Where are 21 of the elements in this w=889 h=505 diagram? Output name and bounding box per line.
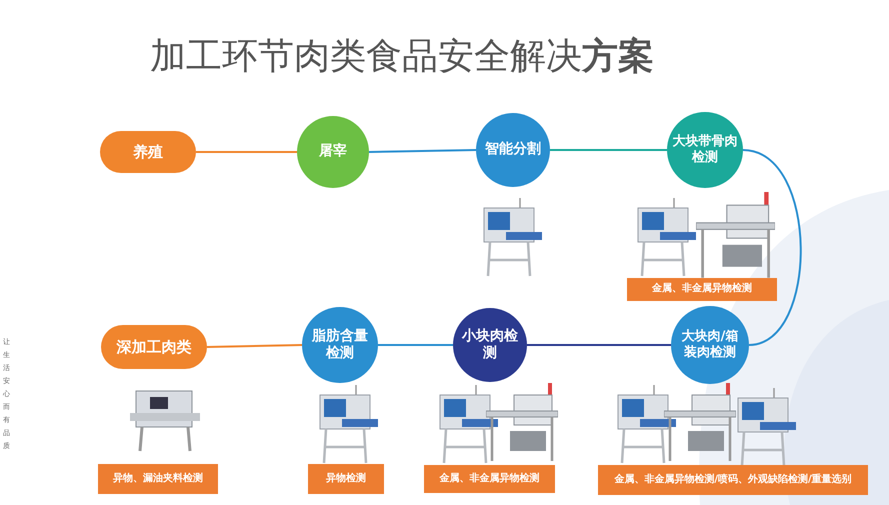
caption-bar: 金属、非金属异物检测 <box>627 278 777 301</box>
connector-line <box>550 149 667 151</box>
caption-bar: 异物检测 <box>308 464 384 494</box>
connector-line <box>196 151 297 153</box>
caption-bar: 异物、漏油夹料检测 <box>98 464 218 494</box>
process-circle: 小块肉检测 <box>453 308 527 382</box>
connector-line <box>527 344 671 346</box>
process-pill: 养殖 <box>100 131 196 173</box>
process-pill: 深加工肉类 <box>101 325 207 369</box>
caption-bar: 金属、非金属异物检测/喷码、外观缺陷检测/重量选别 <box>598 465 868 495</box>
connector-line <box>206 344 302 348</box>
process-circle: 屠宰 <box>297 116 369 188</box>
process-circle: 大块肉/箱装肉检测 <box>671 306 749 384</box>
connector-line <box>378 344 453 346</box>
process-circle: 脂肪含量检测 <box>302 307 378 383</box>
title: 加工环节肉类食品安全解决方案 <box>150 35 655 79</box>
caption-bar: 金属、非金属异物检测 <box>424 465 555 493</box>
process-circle: 智能分割 <box>476 113 550 187</box>
process-circle: 大块带骨肉检测 <box>667 112 743 188</box>
connector-line <box>368 149 476 153</box>
connector-line <box>742 149 802 346</box>
